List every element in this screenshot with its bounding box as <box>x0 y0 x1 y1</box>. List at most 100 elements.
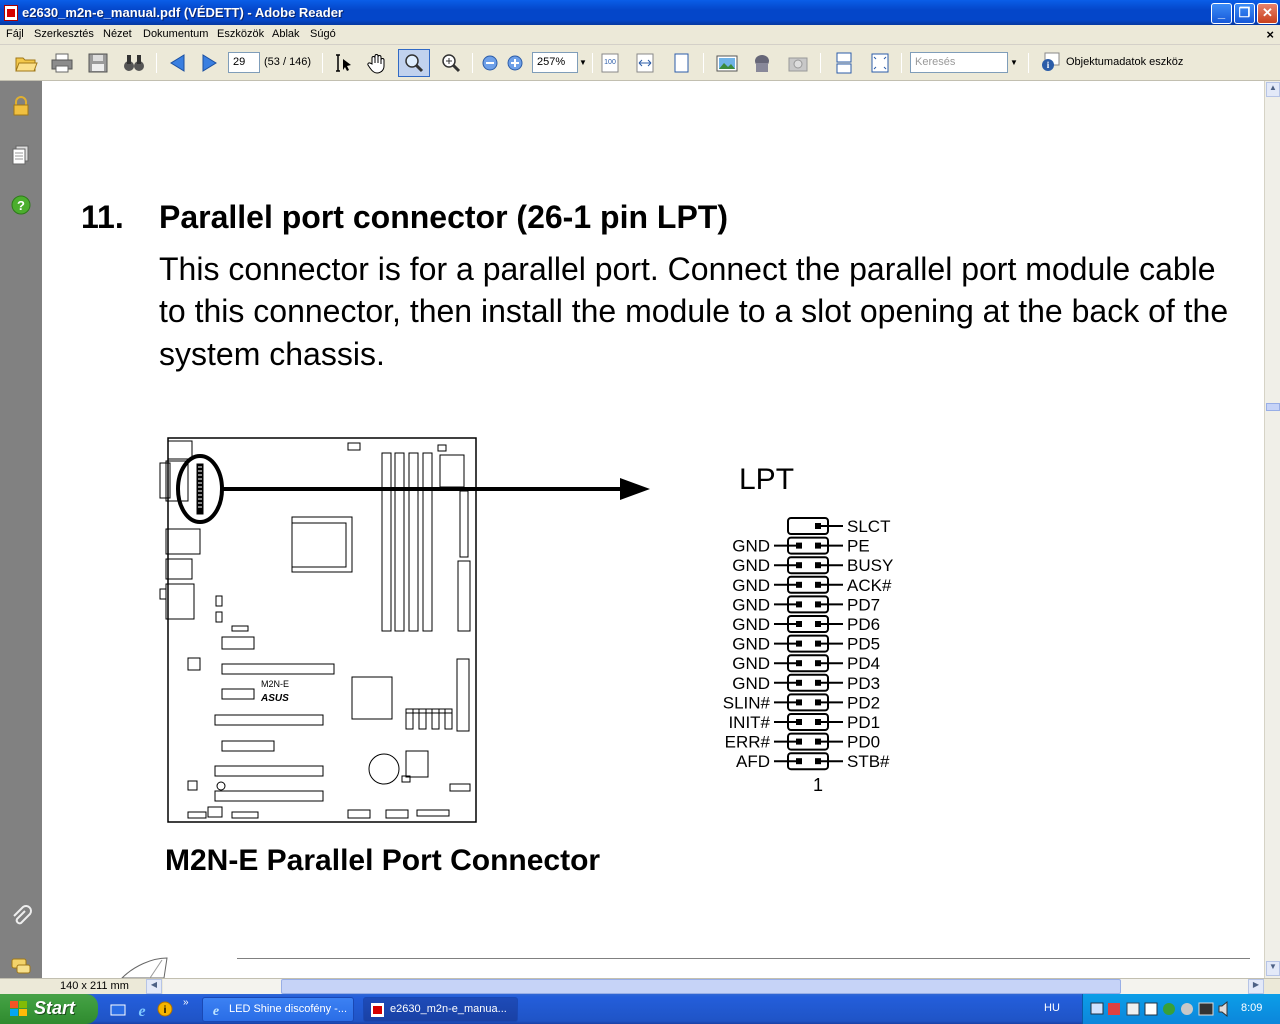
search-binoculars-icon[interactable] <box>122 51 146 75</box>
horizontal-scroll-thumb[interactable] <box>281 979 1121 994</box>
page-count: (53 / 146) <box>264 56 312 68</box>
help-icon[interactable]: ? <box>10 194 32 216</box>
pin-label-right: PD7 <box>847 595 880 614</box>
menu-view[interactable]: Nézet <box>103 28 132 40</box>
camera-icon[interactable] <box>786 51 810 75</box>
menu-file[interactable]: Fájl <box>6 28 24 40</box>
pin-label-right: PD0 <box>847 733 880 752</box>
pin-left <box>796 679 802 686</box>
browser-task-icon: e <box>213 1004 219 1019</box>
object-data-icon[interactable]: i <box>1038 51 1062 75</box>
dynamic-zoom-icon[interactable] <box>439 51 463 75</box>
image-snapshot-icon[interactable] <box>715 51 739 75</box>
svg-text:e: e <box>213 1004 219 1019</box>
pin-right <box>815 758 821 765</box>
read-aloud-icon[interactable] <box>750 51 774 75</box>
comments-icon[interactable] <box>10 956 32 978</box>
zoom-dropdown-icon[interactable]: ▼ <box>579 58 587 67</box>
info-quicklaunch-icon[interactable]: i <box>157 1001 173 1017</box>
zoom-in-icon[interactable] <box>503 51 527 75</box>
page-number-input[interactable]: 29 <box>228 52 260 73</box>
window-title: e2630_m2n-e_manual.pdf (VÉDETT) - Adobe … <box>22 5 343 20</box>
actual-size-icon[interactable]: 100 <box>598 51 622 75</box>
hand-tool-icon[interactable] <box>366 51 390 75</box>
task-adobe-reader[interactable]: e2630_m2n-e_manua... <box>363 997 518 1022</box>
svg-text:100: 100 <box>604 59 616 66</box>
menu-document[interactable]: Dokumentum <box>143 28 209 40</box>
body-line-1: This connector is for a parallel port. C… <box>159 251 1216 287</box>
clock: 8:09 <box>1241 1002 1263 1014</box>
close-button[interactable]: ✕ <box>1257 3 1278 24</box>
save-icon[interactable] <box>86 51 110 75</box>
scroll-right-arrow-icon[interactable]: ▶ <box>1248 979 1264 994</box>
pin-left <box>796 758 802 765</box>
menu-bar: Fájl Szerkesztés Nézet Dokumentum Eszköz… <box>0 25 1280 45</box>
object-data-tool-label[interactable]: Objektumadatok eszköz <box>1066 56 1184 68</box>
language-indicator[interactable]: HU <box>1044 1002 1060 1014</box>
pin-label-right: BUSY <box>847 556 893 575</box>
pin-label-left: SLIN# <box>723 693 771 712</box>
previous-page-icon[interactable] <box>166 51 190 75</box>
svg-text:i: i <box>1047 60 1050 70</box>
lpt-pin-diagram: SLCTPEGNDBUSYGNDACK#GNDPD7GNDPD6GNDPD5GN… <box>723 517 893 795</box>
pin-label-left: AFD <box>736 752 770 771</box>
pin-label-right: ACK# <box>847 576 892 595</box>
scroll-down-arrow-icon[interactable]: ▼ <box>1266 961 1280 976</box>
select-text-icon[interactable] <box>331 51 355 75</box>
attachments-paperclip-icon[interactable] <box>10 905 32 928</box>
task-led-shine[interactable]: e LED Shine discofény -... <box>202 997 354 1022</box>
menu-window[interactable]: Ablak <box>272 28 300 40</box>
full-screen-icon[interactable] <box>868 51 892 75</box>
taskbar: Start e i » e LED Shine discofény -... e… <box>0 994 1280 1024</box>
pin-one-label: 1 <box>813 775 823 795</box>
page-size-readout: 140 x 211 mm <box>60 980 129 992</box>
pin-left <box>796 738 802 745</box>
pin-right <box>815 719 821 725</box>
continuous-page-icon[interactable] <box>832 51 856 75</box>
minimize-button[interactable]: _ <box>1211 3 1232 24</box>
title-bar[interactable]: e2630_m2n-e_manual.pdf (VÉDETT) - Adobe … <box>0 0 1280 25</box>
board-model-label: M2N-E <box>261 679 289 689</box>
menu-tools[interactable]: Eszközök <box>217 28 265 40</box>
pin-label-right: PD2 <box>847 693 880 712</box>
quicklaunch-expand-icon[interactable]: » <box>183 997 189 1008</box>
pin-left <box>796 719 802 725</box>
fit-width-icon[interactable] <box>633 51 657 75</box>
vertical-scrollbar[interactable]: ▲ ▼ <box>1264 81 1280 978</box>
pointer-arrow <box>220 478 650 500</box>
menu-edit[interactable]: Szerkesztés <box>34 28 94 40</box>
pin-left <box>796 640 802 647</box>
zoom-marquee-icon[interactable] <box>402 51 426 75</box>
zoom-level-input[interactable]: 257% <box>532 52 578 73</box>
pin-left <box>796 581 802 588</box>
pdf-task-icon <box>371 1003 384 1017</box>
internet-explorer-icon[interactable]: e <box>134 1001 151 1020</box>
section-title: Parallel port connector (26-1 pin LPT) <box>159 199 728 235</box>
vertical-scroll-thumb[interactable] <box>1266 403 1280 411</box>
scroll-up-arrow-icon[interactable]: ▲ <box>1266 82 1280 97</box>
start-button[interactable]: Start <box>0 994 98 1024</box>
pages-icon[interactable] <box>10 144 32 166</box>
scroll-left-arrow-icon[interactable]: ◀ <box>146 979 162 994</box>
search-input[interactable]: Keresés <box>910 52 1008 73</box>
pin-left <box>796 542 802 549</box>
zoom-out-icon[interactable] <box>478 51 502 75</box>
pin-right <box>815 640 821 647</box>
menu-help[interactable]: Súgó <box>310 28 336 40</box>
show-desktop-icon[interactable] <box>110 1002 126 1018</box>
tray-icons[interactable] <box>1090 1001 1215 1017</box>
open-folder-icon[interactable] <box>14 51 38 75</box>
search-dropdown-icon[interactable]: ▼ <box>1010 58 1018 67</box>
document-view[interactable]: 11. Parallel port connector (26-1 pin LP… <box>42 81 1264 979</box>
restore-button[interactable]: ❐ <box>1234 3 1255 24</box>
pin-left <box>796 699 802 706</box>
document-close-icon[interactable]: × <box>1266 27 1274 42</box>
volume-icon[interactable] <box>1218 1000 1232 1018</box>
security-lock-icon[interactable] <box>10 95 32 117</box>
pin-label-right: PD1 <box>847 713 880 732</box>
next-page-icon[interactable] <box>197 51 221 75</box>
print-icon[interactable] <box>50 51 74 75</box>
pin-label-left: ERR# <box>725 733 771 752</box>
system-tray: 8:09 <box>1082 994 1280 1024</box>
fit-page-icon[interactable] <box>669 51 693 75</box>
